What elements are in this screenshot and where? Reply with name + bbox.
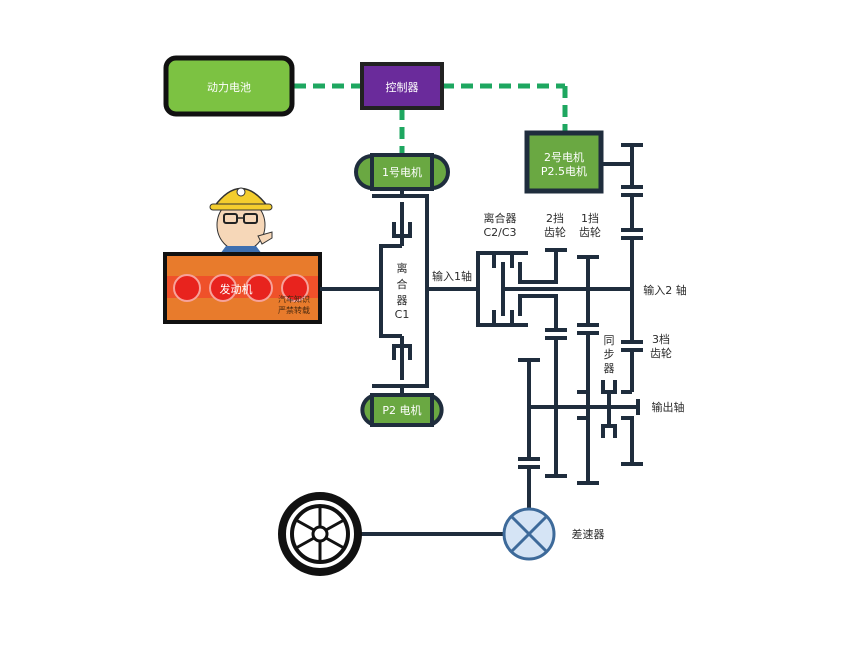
input-shaft-2-label: 输入2 轴	[643, 283, 687, 297]
controller-box	[360, 62, 444, 110]
cylinder-icon	[209, 274, 237, 302]
synchronizer: 同 步 器	[577, 334, 617, 438]
battery-label: 动力电池	[207, 81, 251, 94]
watermark-line1: 汽车知识	[278, 294, 310, 304]
cylinder-icon	[281, 274, 309, 302]
clutch-c1-label-4: C1	[395, 308, 410, 321]
motor-1: 1号电机	[354, 153, 450, 191]
clutch-c2c3-label-2: C2/C3	[483, 226, 516, 239]
p2-motor-label: P2 电机	[382, 403, 421, 417]
gear2-label-2: 齿轮	[544, 225, 566, 239]
engineer-mascot-icon	[209, 187, 273, 254]
motor-2: 2号电机 P2.5电机	[524, 130, 632, 194]
clutch-c1: 离 合 器 C1	[372, 189, 429, 395]
gear1-label-2: 齿轮	[579, 225, 601, 239]
input-shaft-1-label: 输入1轴	[432, 269, 472, 283]
sync-label-3: 器	[604, 362, 615, 375]
motor2-label: 2号电机	[544, 150, 584, 164]
motor1-label: 1号电机	[382, 165, 422, 179]
sync-label-1: 同	[604, 334, 615, 347]
differential: 差速器	[360, 507, 605, 561]
clutch-c1-label-3: 器	[397, 294, 408, 307]
gear2-label-1: 2挡	[546, 211, 564, 225]
sync-label-2: 步	[604, 348, 615, 361]
power-battery: 动力电池	[163, 55, 295, 117]
motor2-sublabel: P2.5电机	[541, 164, 587, 178]
cylinder-icon	[173, 274, 201, 302]
cylinder-icon	[245, 274, 273, 302]
gear-3: 3档 齿轮	[621, 143, 672, 466]
clutch-c1-label-2: 合	[397, 277, 408, 291]
watermark-line2: 严禁转载	[278, 305, 310, 315]
battery-box	[163, 55, 295, 117]
signal-lines	[294, 83, 568, 155]
p2-motor: P2 电机	[360, 393, 444, 427]
engine: 发动机 汽车知识 严禁转载	[163, 252, 322, 324]
controller: 控制器	[360, 62, 444, 110]
motor2-box	[524, 130, 604, 194]
gear3-label-1: 3档	[652, 332, 670, 346]
wheel-icon	[278, 492, 362, 576]
gear1-label-1: 1挡	[581, 211, 599, 225]
clutch-c2c3-label-1: 离合器	[484, 211, 517, 225]
gear3-label-2: 齿轮	[650, 346, 672, 360]
differential-label: 差速器	[572, 527, 605, 541]
final-drive-gear	[518, 358, 540, 510]
output-shaft-label: 输出轴	[652, 400, 685, 414]
clutch-c1-label-1: 离	[397, 261, 408, 275]
engine-label: 发动机	[220, 282, 253, 296]
controller-label: 控制器	[386, 80, 419, 94]
